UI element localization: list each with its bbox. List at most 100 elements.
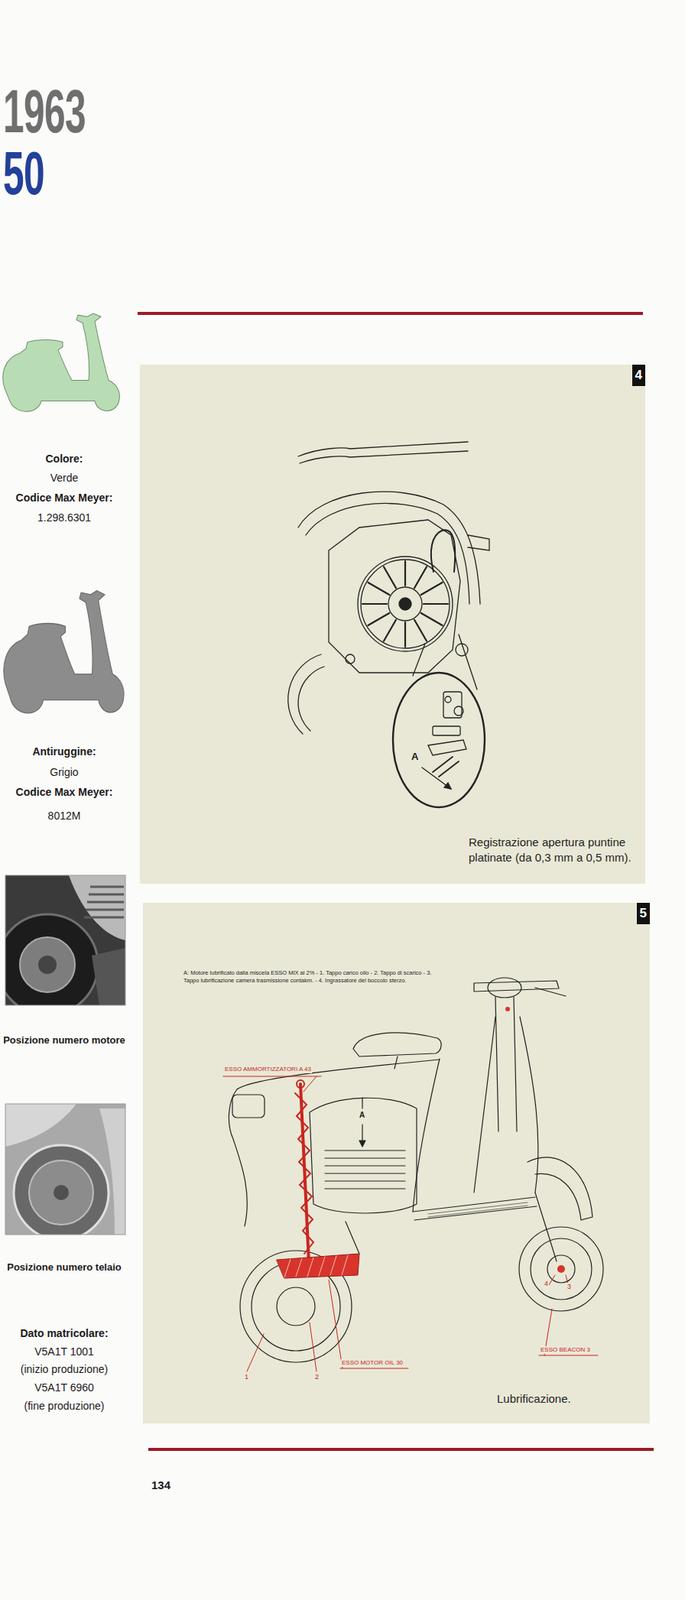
scooter-lubrication-drawing [309,1097,417,1214]
ignition-points-drawing [399,597,412,611]
ignition-points-drawing [360,559,450,649]
ignition-points-drawing [298,491,481,604]
ignition-points-drawing [392,672,485,808]
spec-heading: Colore: [0,452,129,466]
scooter-lubrication-drawing [236,1059,440,1090]
frame-photo [29,1160,94,1225]
frame-photo [5,1103,126,1235]
frame-photo [99,1108,126,1235]
scooter-lubrication-drawing [232,1094,265,1118]
frame-photo [5,1103,77,1147]
scooter-lubrication-drawing [535,1192,557,1262]
scooter-lubrication-drawing [361,1097,363,1143]
spec-value: Verde [0,471,129,485]
callout-number: 1 [243,1373,250,1382]
panel-ground [139,364,646,884]
scooter-lubrication-drawing [276,1287,315,1326]
engine-photo [5,914,98,1006]
ignition-points-drawing [288,654,322,734]
spec-heading: Dato matricolare: [0,1327,129,1341]
figure-number: 5 [636,902,650,925]
lubrication-points [296,1080,305,1088]
panel-ground [139,364,650,1424]
engine-photo [91,947,126,1006]
scooter-silhouette-green [3,313,121,412]
lubrication-points [557,1265,565,1273]
spec-value: Grigio [0,766,129,780]
ignition-points-drawing [428,740,467,756]
spec-heading: Posizione numero motore [0,1034,129,1047]
scooter-lubrication-drawing [394,1056,398,1069]
figure-caption: Registrazione apertura puntine platinate… [468,834,641,865]
scooter-lubrication-drawing [530,1238,592,1300]
lubrication-points [538,1308,598,1356]
scooter-lubrication-drawing [519,1227,604,1312]
spec-heading: Antiruggine: [0,745,129,759]
dimension-label: A [410,750,419,763]
spec-value: V5A1T 6960 [0,1381,129,1395]
figure-number: 4 [632,364,646,387]
lubrication-points [328,1279,409,1369]
ignition-points-drawing [298,441,468,457]
lubrication-points [505,1006,510,1012]
spec-value: V5A1T 1001 [0,1345,129,1359]
engine-photo [19,937,75,993]
lubrication-points [223,1076,322,1092]
scooter-lubrication-drawing [519,1016,539,1193]
scooter-lubrication-drawing [428,1202,528,1218]
engine-photo [84,886,124,918]
ignition-points-drawing [288,441,490,808]
scooter-lubrication-drawing [487,977,522,998]
ignition-points-drawing [455,643,468,656]
spec-heading: Codice Max Meyer: [0,491,129,505]
page-number: 134 [151,1478,171,1493]
ignition-points-drawing [362,561,449,647]
spec-value: 8012M [0,809,129,823]
ignition-points-drawing [388,587,423,621]
lubrication-points [246,1334,264,1372]
callout-number: 2 [314,1373,320,1382]
spec-value: (inizio produzione) [0,1363,129,1377]
panel-ground [142,902,650,1424]
ignition-points-drawing [432,726,461,736]
figure-number-text: 4 [635,366,643,384]
scooter-silhouette-grey [3,590,124,714]
ignition-points-drawing [454,706,464,716]
figure-caption: Lubrificazione. [496,1391,572,1407]
scooter-lubrication-drawing [527,1157,593,1221]
lubricant-label: ESSO MOTOR OIL 30 [340,1359,404,1367]
scooter-silhouette-grey [3,590,124,714]
figure-panel: A: Motore lubrificato dalla miscela ESSO… [142,902,650,1424]
lubrication-points [223,1076,598,1372]
ignition-points-drawing [298,666,325,731]
year-heading: 1963 [3,81,86,143]
red-rule [148,1447,654,1452]
ignition-points-drawing [412,634,478,690]
scooter-lubrication-drawing [324,1150,406,1189]
lubrication-points [276,1253,360,1279]
scooter-lubrication-drawing [353,1032,442,1057]
spec-value: (fine produzione) [0,1399,129,1413]
ignition-points-drawing [444,782,452,789]
scooter-lubrication-drawing [345,1221,360,1254]
frame-photo [13,1145,109,1235]
lubricant-label: ESSO BEACON 3 [539,1346,591,1354]
lubrication-points [284,1255,348,1278]
ignition-points-drawing [431,529,455,572]
ignition-points-drawing [328,519,461,673]
model-heading: 50 [3,142,45,205]
scooter-lubrication-drawing [228,977,604,1363]
scooter-lubrication-drawing [359,1140,366,1147]
lubrication-points [309,1322,317,1372]
photo-frame [5,875,126,1006]
scooter-lubrication-drawing [473,1016,496,1193]
spec-value: 1.298.6301 [0,511,129,525]
ignition-points-drawing [432,756,459,777]
figure-panel: Registrazione apertura puntine platinate… [139,364,646,884]
ignition-points-drawing [467,535,490,551]
scooter-lubrication-drawing [228,1089,247,1227]
engine-photo [38,955,57,974]
engine-photo [5,875,126,1006]
dimension-label: A [358,1110,366,1121]
